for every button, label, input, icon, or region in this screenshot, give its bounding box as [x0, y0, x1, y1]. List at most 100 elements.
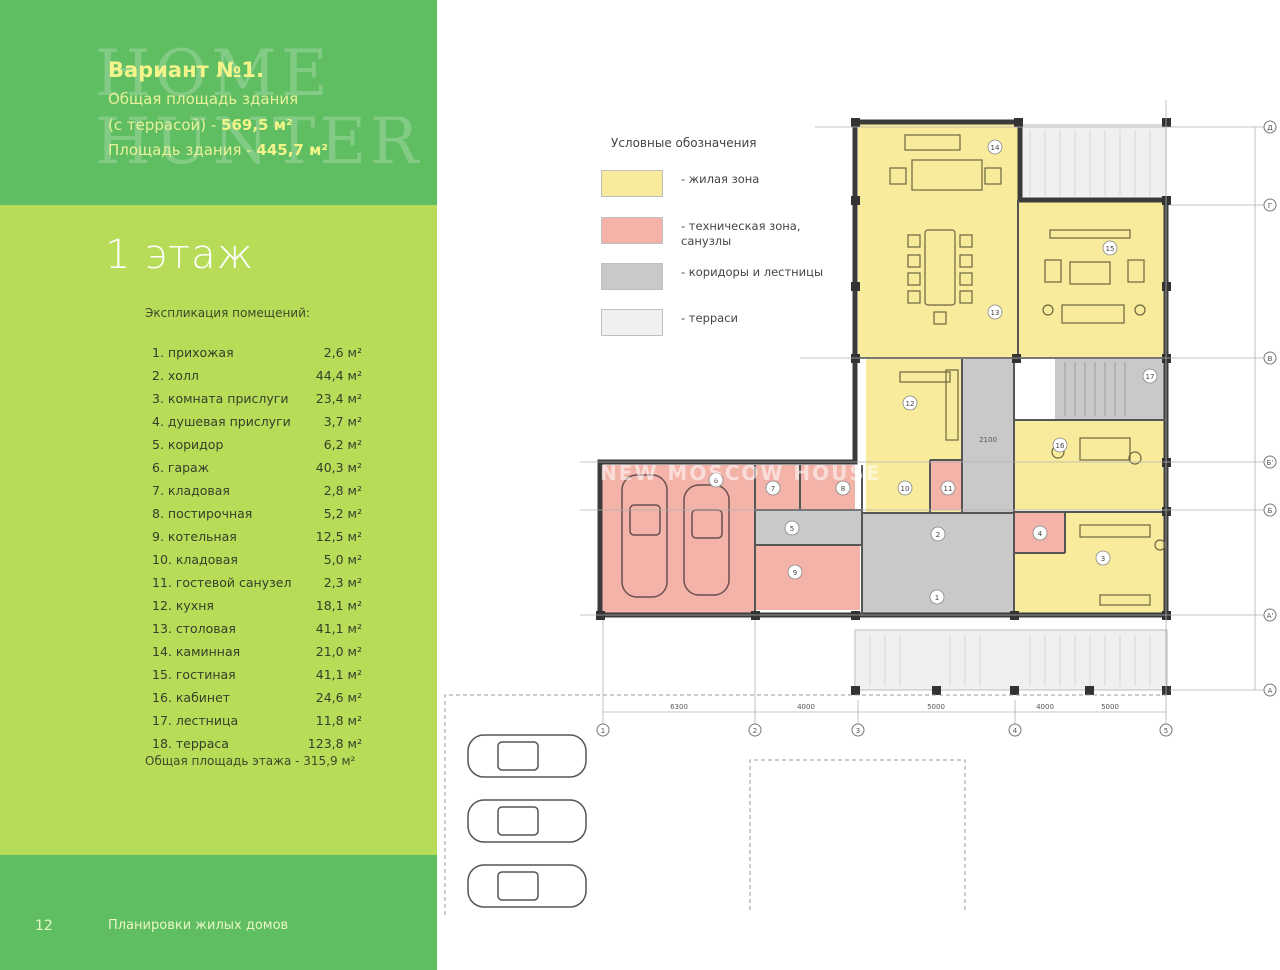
stair-treads [1064, 362, 1126, 416]
dimension-label: 6300 [670, 703, 688, 711]
axis-markers [596, 120, 1277, 737]
room-15-living [1018, 200, 1166, 358]
legend-title: Условные обозначения [611, 136, 757, 150]
section-title: Планировки жилых домов [108, 918, 289, 933]
grid-axes [580, 100, 1270, 725]
site-boundary [444, 694, 1170, 915]
dimension-label: 2100 [979, 436, 997, 444]
furniture [889, 134, 1166, 606]
explication-title: Экспликация помещений: [145, 306, 310, 320]
legend-item-technical: - техническая зона, санузлы [601, 217, 861, 249]
room-number: 4 [1038, 530, 1043, 538]
room-number: 3 [1101, 555, 1105, 563]
terrace-top [1017, 124, 1167, 201]
axis-label-g: Г [1268, 202, 1272, 210]
axis-label-d: Д [1267, 124, 1273, 132]
dimension-label: 4000 [1036, 703, 1054, 711]
terrace-area-value: 569,5 м² [221, 116, 293, 134]
logo-bottom-text: HUNTER [95, 105, 423, 179]
axis-label-2: 2 [753, 727, 757, 735]
axis-label-4: 4 [1013, 727, 1018, 735]
legend-item-corridor: - коридоры и лестницы [601, 263, 861, 295]
legend-item-terrace: - терраси [601, 309, 861, 341]
legend-item-living: - жилая зона [601, 170, 861, 202]
total-area-label: Общая площадь здания [108, 90, 299, 108]
dimension-label: 5000 [1101, 703, 1119, 711]
building-area-line: Площадь здания - 445,7 м² [108, 141, 328, 159]
terrace-hatch [869, 130, 1151, 686]
axis-label-3: 3 [856, 727, 860, 735]
structural-columns [596, 118, 1171, 695]
terrace-area-line: (с террасой) - 569,5 м² [108, 116, 293, 134]
room-number: 7 [771, 485, 775, 493]
floor-total-area: Общая площадь этажа - 315,9 м² [145, 754, 356, 768]
room-number: 2 [936, 531, 940, 539]
room-number: 16 [1056, 442, 1065, 450]
room-5-corridor [755, 510, 862, 545]
variant-title: Вариант №1. [108, 58, 264, 82]
logo-top-text: HOME [95, 37, 332, 111]
room-6-garage [600, 465, 755, 615]
car-icons [621, 474, 730, 598]
room-number: 13 [991, 309, 1000, 317]
room-number: 10 [901, 485, 910, 493]
legend-swatch [601, 263, 663, 290]
building-area-label: Площадь здания - [108, 141, 257, 159]
room-9-boiler [755, 545, 860, 610]
floor-title: 1 этаж [105, 232, 254, 278]
axis-label-v: В [1268, 355, 1273, 363]
plan-watermark: NEW MOSCOW HOUSE [600, 461, 881, 485]
room-number: 14 [991, 144, 1000, 152]
room-number: 8 [841, 485, 845, 493]
legend-swatch [601, 217, 663, 244]
axis-label-b: Б [1268, 507, 1273, 515]
header-band [0, 0, 437, 205]
room-number: 5 [790, 525, 794, 533]
legend-label: - техническая зона, санузлы [681, 219, 801, 248]
room-number: 1 [935, 594, 939, 602]
room-number: 12 [906, 400, 915, 408]
room-16-study [1015, 420, 1165, 510]
dimension-label: 5000 [927, 703, 945, 711]
legend-label: - коридоры и лестницы [681, 265, 824, 279]
room-markers [708, 139, 1158, 605]
building-area-value: 445,7 м² [256, 141, 328, 159]
legend-label: - терраси [681, 311, 739, 325]
room-number: 9 [793, 569, 797, 577]
room-17-stair [1055, 358, 1165, 420]
dimension-label: 4000 [797, 703, 815, 711]
room-number: 6 [714, 477, 719, 485]
legend-label: - жилая зона [681, 172, 760, 186]
home-hunter-logo: HOME HUNTER [95, 37, 423, 190]
legend-swatch [601, 309, 663, 336]
axis-label-5: 5 [1164, 727, 1168, 735]
room-number: 17 [1146, 373, 1155, 381]
parking-car-icons [467, 734, 587, 908]
footer-band [0, 855, 437, 970]
page-number: 12 [35, 918, 53, 934]
axis-label-a: А [1268, 687, 1273, 695]
floor-plan: 1 2 3 4 5 А А' Б Б' В Г Д 6300 4000 5000… [444, 100, 1277, 915]
axis-label-b1: Б' [1267, 459, 1274, 467]
legend-swatch [601, 170, 663, 197]
room-number: 15 [1106, 245, 1115, 253]
axis-label-1: 1 [601, 727, 605, 735]
